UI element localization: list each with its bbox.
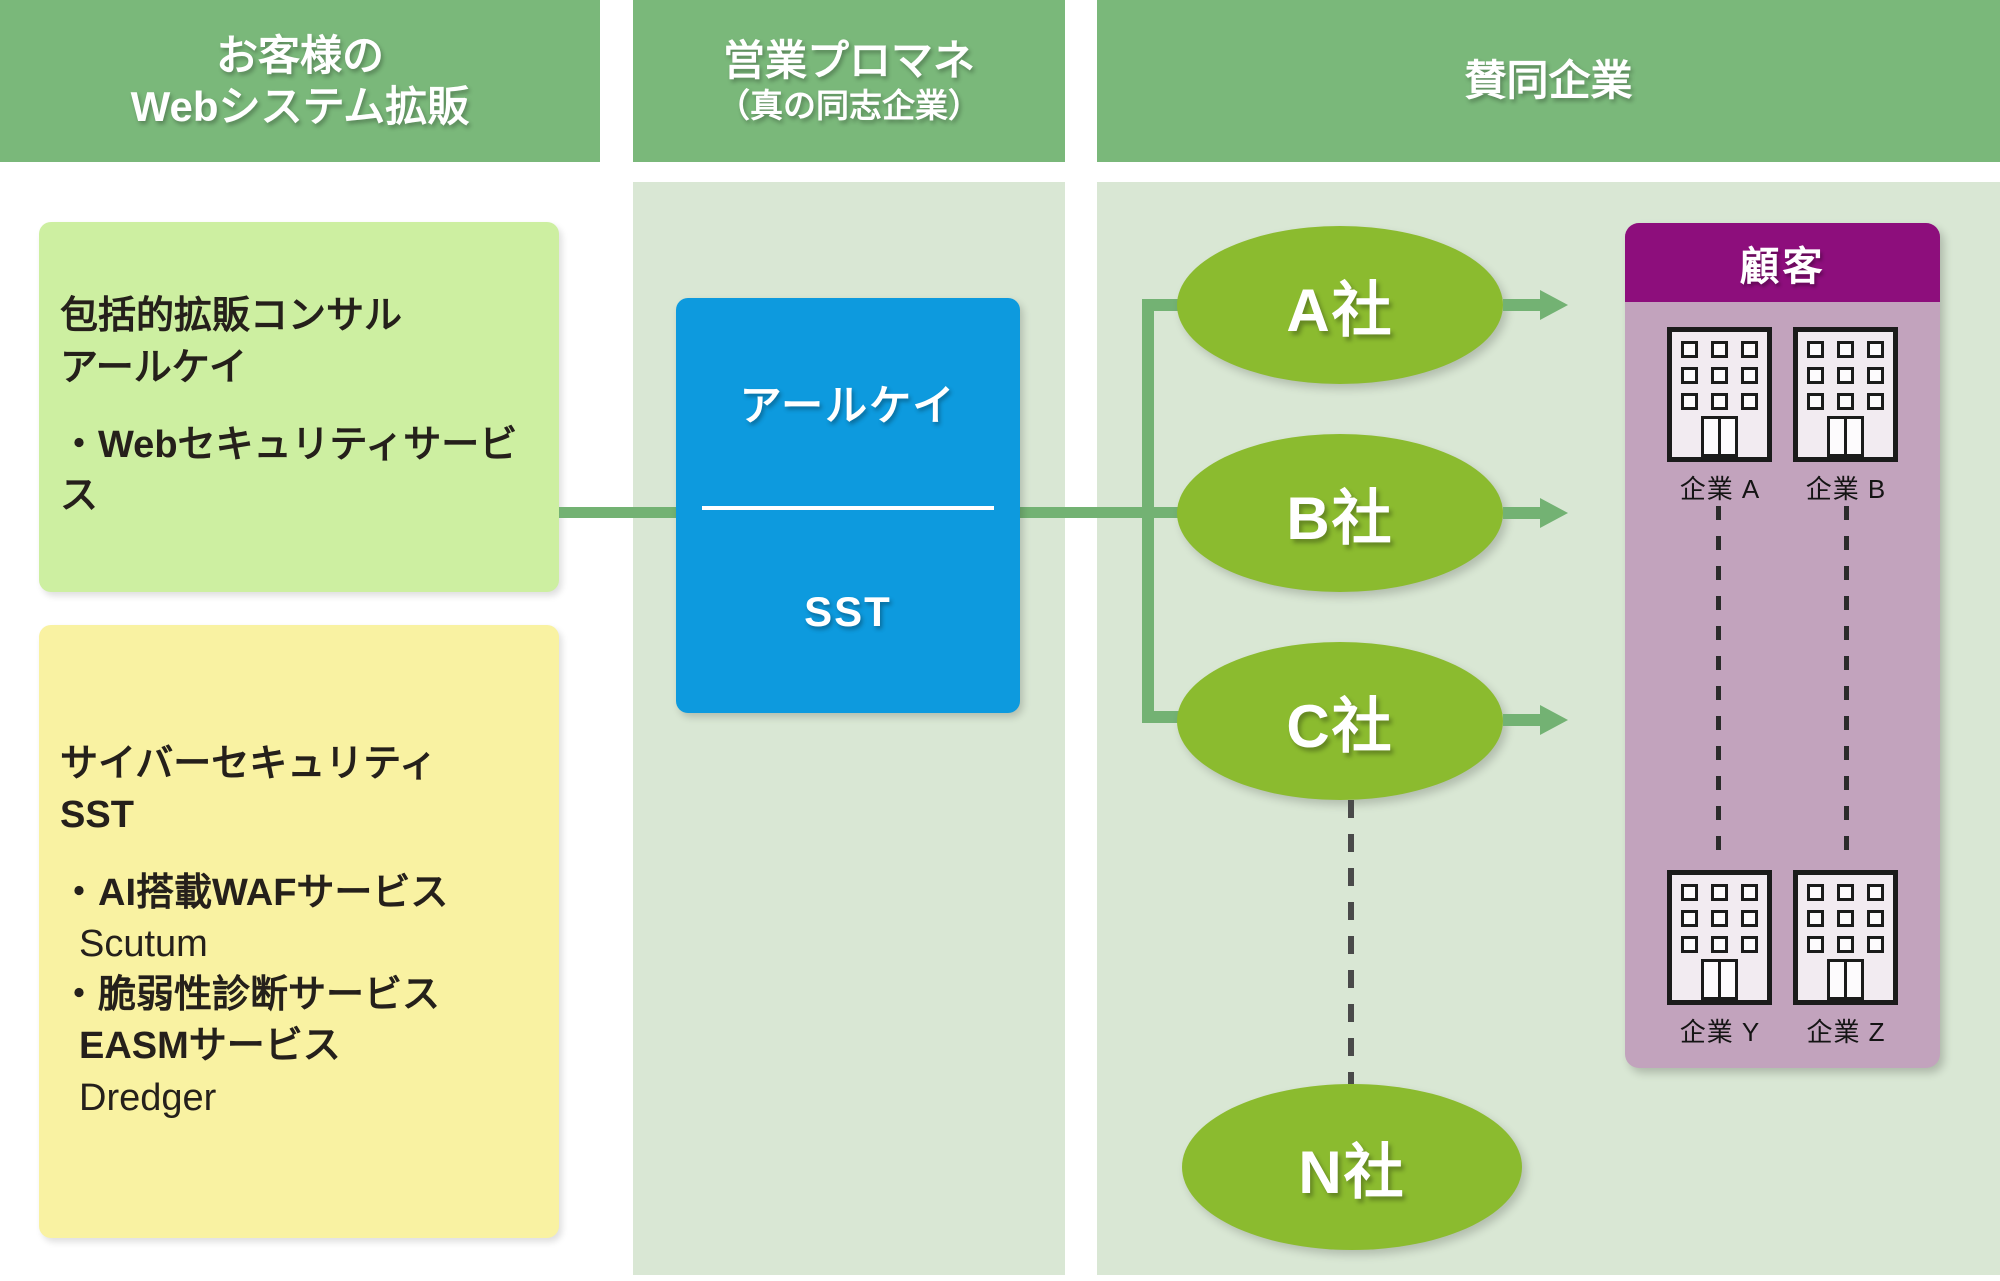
column-header-left: お客様の Webシステム拡販 [0, 0, 600, 162]
building-label-a: 企業 A [1679, 474, 1761, 504]
building-label-b: 企業 B [1805, 474, 1887, 504]
arrow-head [1540, 498, 1568, 528]
promane-top-label: アールケイ [739, 381, 957, 429]
arrow-head [1540, 705, 1568, 735]
partner-node-b: B社 [1177, 434, 1503, 592]
consult-box-bullet1: ・Webセキュリティサービス [60, 424, 518, 518]
building-icon-z [1793, 870, 1898, 1005]
partner-node-n: N社 [1182, 1084, 1522, 1250]
partner-node-a: A社 [1177, 226, 1503, 384]
arrow-shaft [1503, 299, 1540, 311]
promane-divider [702, 506, 994, 510]
security-box-line1: サイバーセキュリティ [60, 742, 437, 785]
partner-node-a-label: A社 [1286, 276, 1394, 344]
arrow-shaft [1503, 714, 1540, 726]
header-right-label: 賛同企業 [1464, 57, 1633, 105]
arrow-shaft [1503, 507, 1540, 519]
building-icon-y [1667, 870, 1772, 1005]
dashed-line-under-b [1844, 506, 1849, 861]
customer-box-header: 顧客 [1625, 223, 1940, 302]
header-left-line2: Webシステム拡販 [130, 83, 470, 130]
column-header-middle: 営業プロマネ （真の同志企業） [633, 0, 1065, 162]
branch-elbow-top [1142, 299, 1182, 311]
security-box-bullet1: ・AI搭載WAFサービス [60, 871, 449, 914]
security-box-line2: SST [60, 794, 134, 837]
building-icon-b [1793, 327, 1898, 462]
arrow-head [1540, 290, 1568, 320]
consult-box: 包括的拡販コンサル アールケイ ・Webセキュリティサービス [39, 222, 559, 592]
building-windows [1681, 884, 1758, 953]
customer-box-title: 顧客 [1739, 244, 1826, 289]
promane-box: アールケイ SST [676, 298, 1020, 713]
security-box-bullet2-cont: EASMサービス [79, 1025, 341, 1068]
building-door-icon [1827, 959, 1864, 1000]
partner-node-b-label: B社 [1286, 484, 1394, 552]
building-label-z: 企業 Z [1806, 1017, 1886, 1047]
header-middle-line1: 営業プロマネ [722, 37, 975, 85]
branch-trunk-line [1142, 299, 1154, 723]
header-left-line1: お客様の [215, 31, 384, 79]
header-middle-line2: （真の同志企業） [717, 87, 981, 125]
building-door-icon [1701, 416, 1738, 457]
partner-node-n-label: N社 [1298, 1138, 1406, 1206]
building-icon-a [1667, 327, 1772, 462]
building-door-icon [1827, 416, 1864, 457]
partner-node-c: C社 [1177, 642, 1503, 800]
partner-node-c-label: C社 [1286, 692, 1394, 760]
column-header-right: 賛同企業 [1097, 0, 2000, 162]
connector-left-line [559, 507, 676, 518]
building-label-y: 企業 Y [1679, 1017, 1761, 1047]
building-windows [1681, 341, 1758, 410]
security-box-bullet2: ・脆弱性診断サービス [60, 974, 441, 1017]
customer-box: 顧客 企業 A 企業 B [1625, 223, 1940, 1068]
consult-box-line2: アールケイ [60, 346, 247, 389]
security-box-product2: Dredger [79, 1076, 217, 1119]
connector-right-line [1020, 507, 1178, 518]
building-windows [1807, 884, 1884, 953]
dashed-line-c-to-n [1348, 800, 1354, 1084]
building-door-icon [1701, 959, 1738, 1000]
security-box-product1: Scutum [79, 922, 208, 965]
dashed-line-under-a [1716, 506, 1721, 861]
consult-box-line1: 包括的拡販コンサル [60, 295, 403, 338]
security-box: サイバーセキュリティ SST ・AI搭載WAFサービス Scutum ・脆弱性診… [39, 625, 559, 1238]
promane-bottom-label: SST [804, 587, 892, 635]
branch-elbow-bottom [1142, 711, 1182, 723]
building-windows [1807, 341, 1884, 410]
